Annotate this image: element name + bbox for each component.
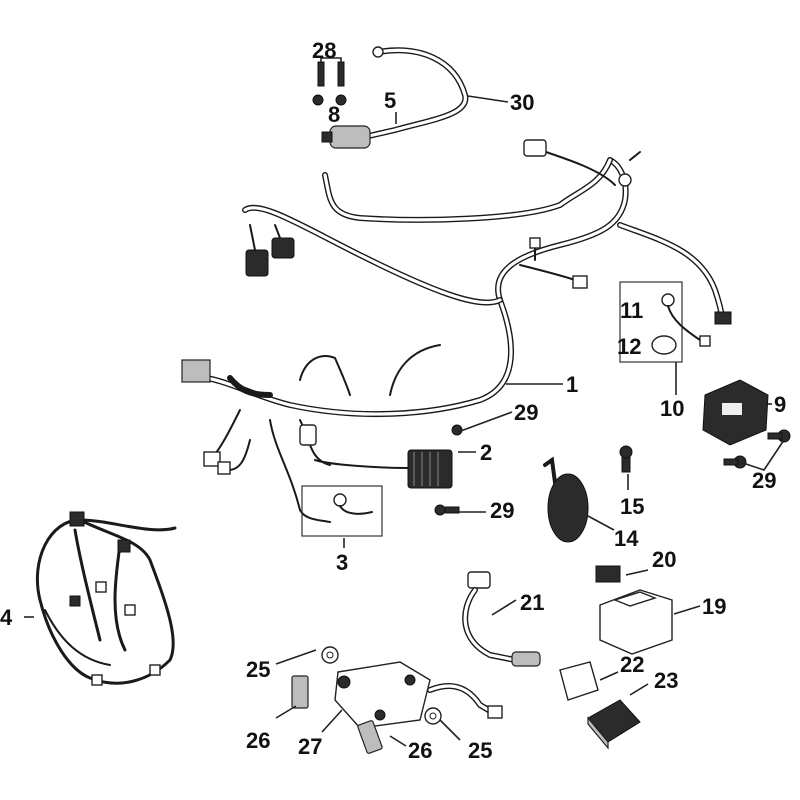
callout-5: 5 (384, 88, 396, 113)
relay-modules-group (559, 565, 673, 750)
buzzer-icon (651, 335, 677, 355)
callout-3: 3 (336, 550, 348, 575)
callout-21: 21 (520, 590, 544, 615)
horn-icon (547, 473, 589, 543)
callout-26-left: 26 (246, 728, 270, 753)
secondary-harness (35, 511, 177, 686)
callout-9: 9 (774, 392, 786, 417)
sensor-box-group (301, 485, 383, 537)
callout-11: 11 (620, 298, 643, 323)
relay-box-group (619, 281, 711, 363)
fuse-icon (595, 565, 621, 583)
relay-outline-box (619, 281, 683, 363)
relay-small-icon (559, 661, 599, 701)
callout-29-upper: 29 (514, 400, 538, 425)
ignition-coil-group (312, 46, 469, 149)
module-icon (587, 699, 641, 743)
callout-22: 22 (620, 652, 644, 677)
o2-sensor-group (462, 571, 541, 667)
callout-14: 14 (614, 526, 639, 551)
ecu-group (702, 379, 791, 469)
connector-icon (523, 139, 547, 157)
sensor-outline-box (301, 485, 383, 537)
callout-28: 28 (312, 38, 336, 63)
relay-icon (599, 589, 673, 655)
callout-1: 1 (566, 372, 578, 397)
switch-icon (661, 293, 675, 307)
leader-lines (24, 95, 785, 747)
callout-30: 30 (510, 90, 534, 115)
nut-icon (312, 94, 324, 106)
bracket-group (291, 646, 503, 754)
ignition-coil-icon (329, 125, 371, 149)
callout-25-right: 25 (468, 738, 492, 763)
callout-20: 20 (652, 547, 676, 572)
callout-19: 19 (702, 594, 726, 619)
regulator-group (314, 424, 463, 516)
connector-icon (245, 249, 269, 277)
callout-10: 10 (660, 396, 684, 421)
main-wiring-harness (181, 139, 732, 523)
callout-2: 2 (480, 440, 492, 465)
callout-27: 27 (298, 734, 322, 759)
callout-26-right: 26 (408, 738, 432, 763)
callout-4: 4 (0, 605, 13, 630)
callout-15: 15 (620, 494, 644, 519)
sensor-connector-icon (467, 571, 491, 589)
callout-labels: 28 5 8 30 11 12 1 10 9 29 2 29 15 29 14 … (0, 38, 786, 763)
callout-8: 8 (328, 102, 340, 127)
callout-25-left: 25 (246, 657, 270, 682)
o2-sensor-icon (511, 651, 541, 667)
callout-29-lower: 29 (490, 498, 514, 523)
callout-23: 23 (654, 668, 678, 693)
callout-29-right: 29 (752, 468, 776, 493)
bolt-icon (291, 675, 309, 709)
horn-group (543, 445, 633, 543)
bolt-icon (451, 424, 463, 436)
screw-icon (317, 61, 325, 87)
callout-12: 12 (617, 334, 641, 359)
